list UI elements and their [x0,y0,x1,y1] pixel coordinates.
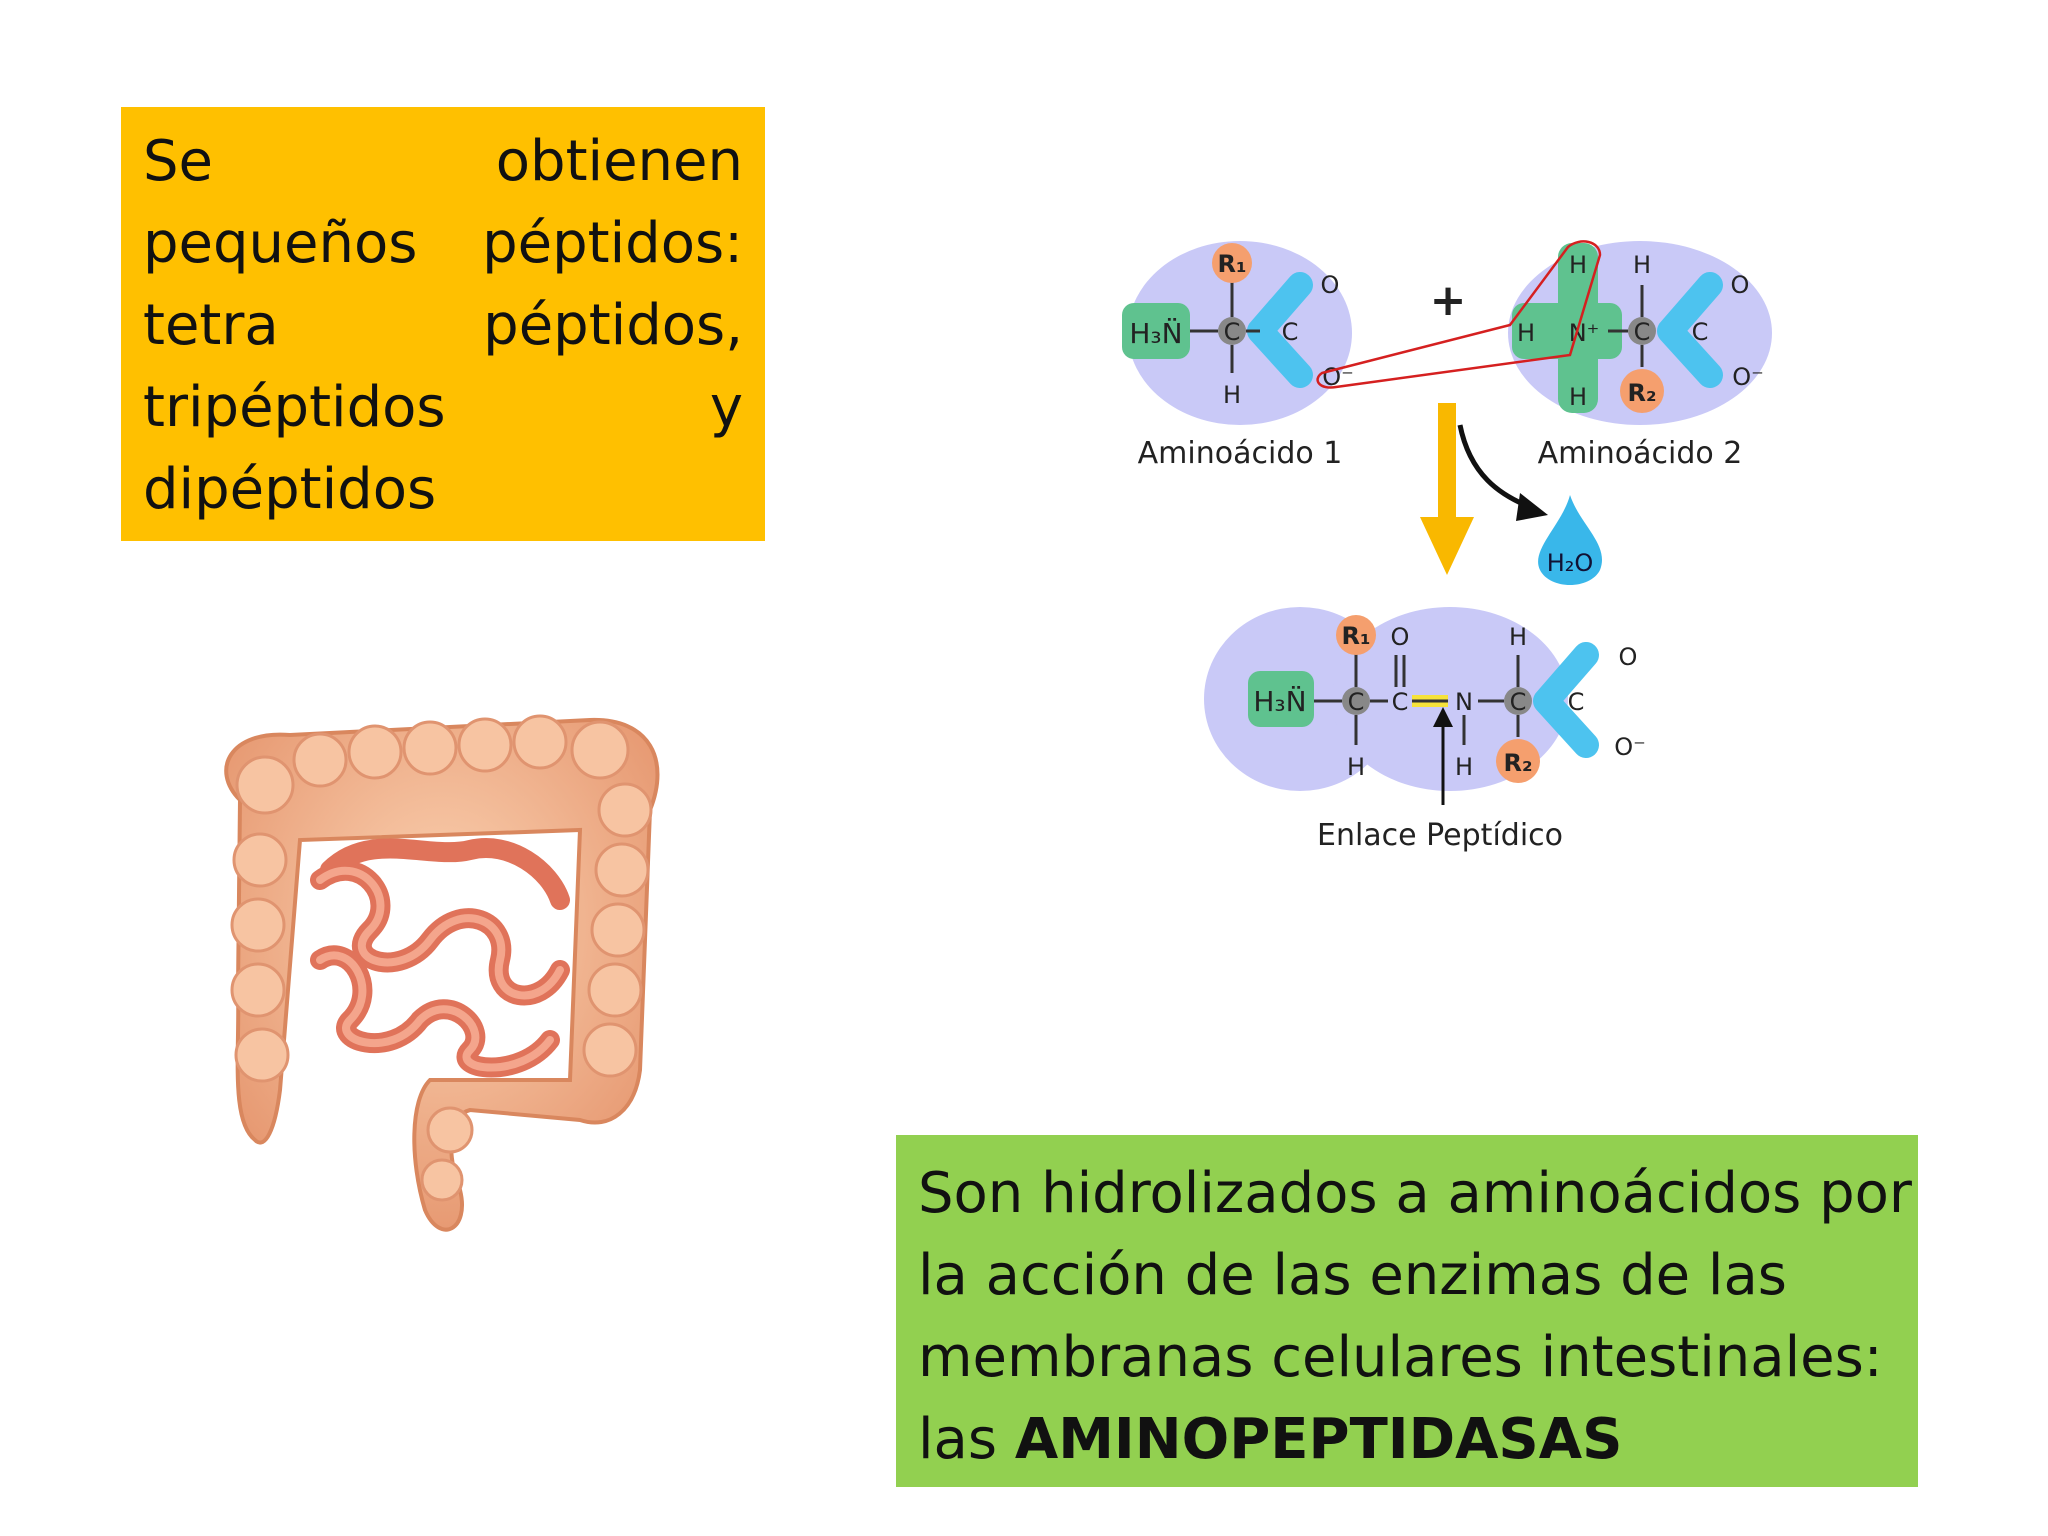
water-release-arrow [1457,424,1531,510]
r2-group [1620,369,1664,413]
svg-text:O: O [1321,271,1340,299]
water-drop-icon: H₂O [1538,495,1603,585]
svg-text:C: C [1692,318,1709,346]
svg-text:H: H [1509,623,1527,651]
plus-sign: + [1430,275,1467,326]
svg-text:C: C [1224,318,1241,346]
svg-text:O: O [1619,643,1638,671]
svg-text:C: C [1348,688,1365,716]
aminopeptidasas-term: AMINOPEPTIDASAS [1014,1407,1623,1472]
text-line: tetra péptidos, [143,293,743,358]
svg-text:R₂: R₂ [1504,749,1533,777]
svg-text:H: H [1633,251,1651,279]
intestine-illustration [224,714,660,1232]
reaction-arrow [1420,403,1474,575]
r1-group [1212,243,1252,283]
amino-acid-2-label: Aminoácido 2 [1538,436,1743,471]
aminopeptidases-text-box: Son hidrolizados a aminoácidos por la ac… [896,1135,1918,1487]
carboxyl-group [1657,272,1723,388]
text-line: pequeños péptidos: [143,211,743,276]
text-line: las AMINOPEPTIDASAS [918,1407,1623,1472]
svg-text:H: H [1569,251,1587,279]
svg-text:O⁻: O⁻ [1732,363,1764,391]
svg-text:C: C [1282,318,1299,346]
amino-acid-2-molecule: H H N⁺ H C H R₂ C O O⁻ [1508,241,1772,425]
carboxyl-group [1247,272,1313,388]
peptide-bond-label: Enlace Peptídico [1317,818,1563,853]
text-line: dipéptidos [143,457,437,522]
svg-text:H₃N̈: H₃N̈ [1253,685,1306,718]
text-line: membranas celulares intestinales: [918,1325,1883,1390]
carbon-atom [1218,317,1246,345]
water-removal-outline [1316,240,1602,389]
text-line: tripéptidos y [143,375,743,440]
svg-text:O⁻: O⁻ [1614,733,1646,761]
svg-text:H: H [1569,383,1587,411]
svg-text:N: N [1455,688,1473,716]
amino-acid-1-molecule: H₃N̈ C R₁ H C O O⁻ [1122,241,1354,425]
dipeptide-molecule: H₃N̈ C R₁ H C O N H C H R₂ C O O⁻ [1204,607,1646,791]
text-line: Son hidrolizados a aminoácidos por [918,1161,1912,1226]
svg-text:H₃N̈: H₃N̈ [1129,317,1182,350]
amino-acid-1-label: Aminoácido 1 [1138,436,1343,471]
svg-text:H₂O: H₂O [1547,549,1594,577]
svg-text:H: H [1517,319,1535,347]
carbon-atom [1628,317,1656,345]
text-line: la acción de las enzimas de las [918,1243,1787,1308]
peptide-bond-diagram: H₃N̈ C R₁ H C O O⁻ Aminoácido 1 + H H N⁺… [1122,240,1772,853]
text-line: Se obtienen [143,129,743,194]
svg-text:R₂: R₂ [1628,379,1657,407]
svg-text:H: H [1455,753,1473,781]
svg-text:C: C [1510,688,1527,716]
svg-text:C: C [1392,688,1409,716]
svg-text:C: C [1634,318,1651,346]
svg-text:R₁: R₁ [1218,250,1247,278]
svg-text:H: H [1347,753,1365,781]
svg-text:R₁: R₁ [1342,622,1371,650]
amine-group [1122,303,1190,359]
peptides-text-box: Se obtienen pequeños péptidos: tetra pép… [121,107,765,541]
svg-text:O: O [1731,271,1750,299]
svg-text:O: O [1391,623,1410,651]
svg-text:H: H [1223,381,1241,409]
svg-text:C: C [1568,688,1585,716]
